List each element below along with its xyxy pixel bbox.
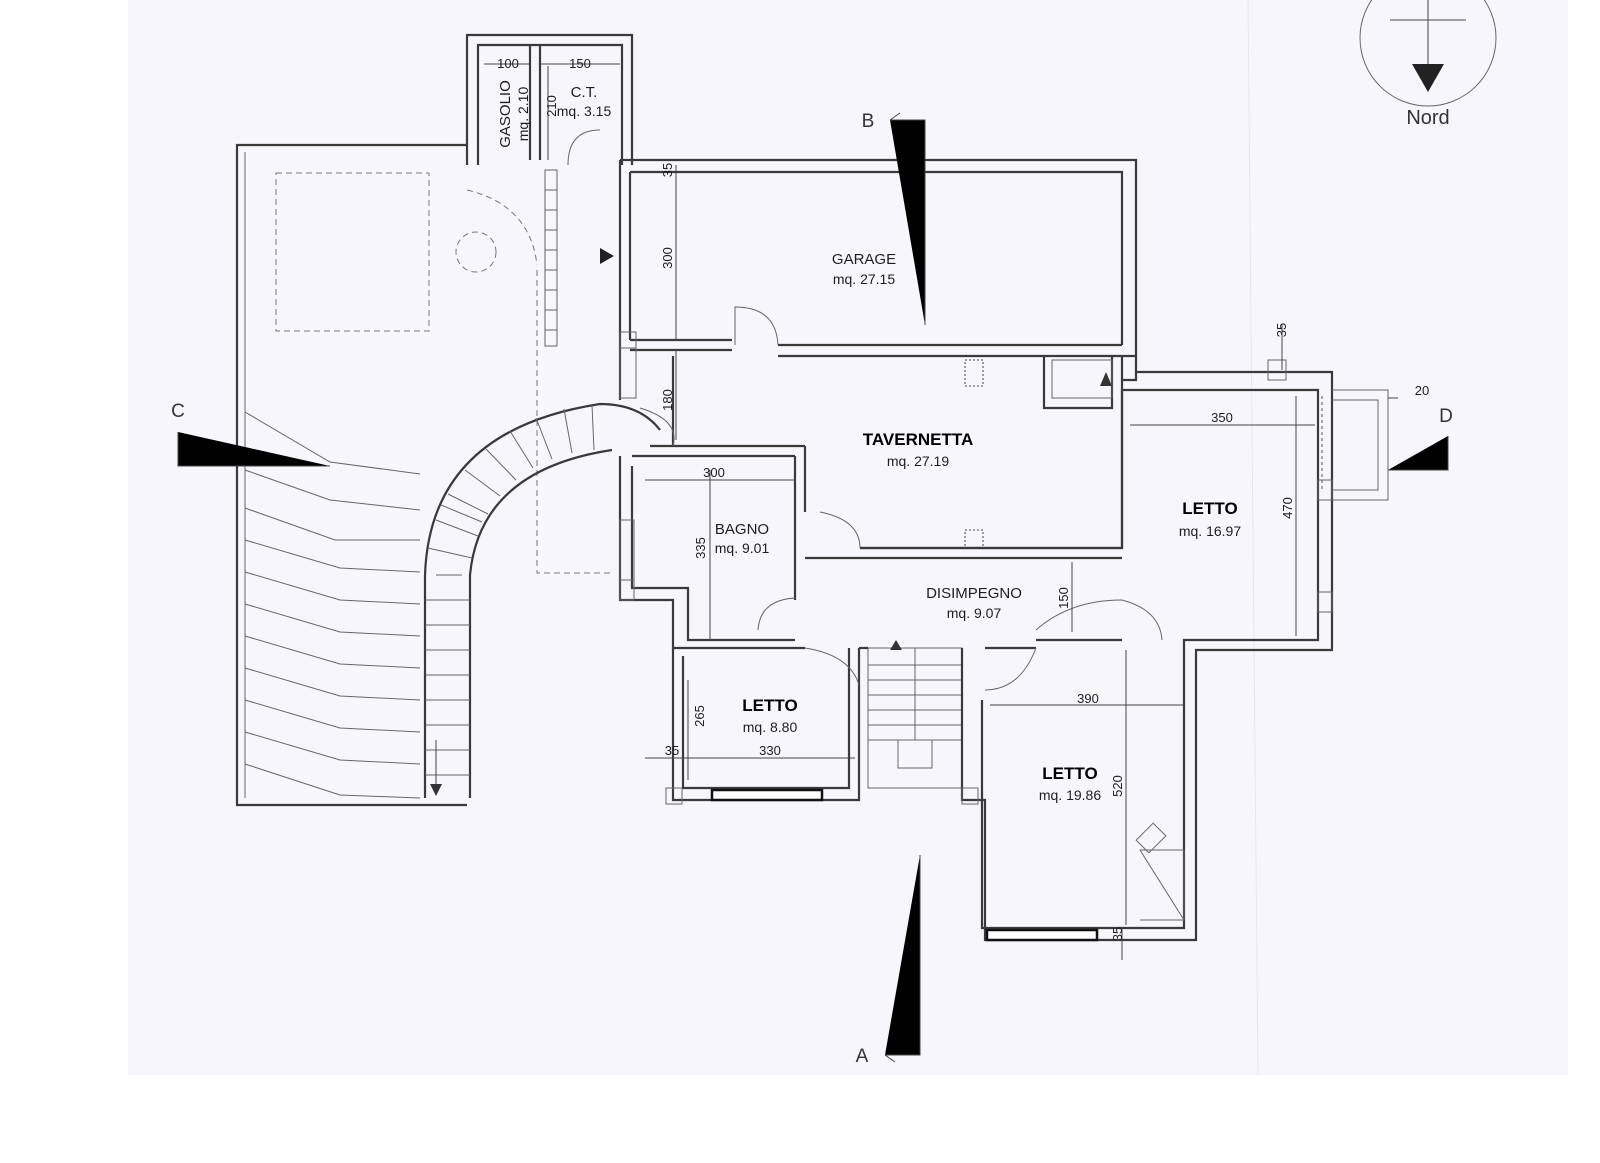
tavernetta-area: mq. 27.19 — [887, 453, 949, 469]
stair-down-arrow-icon — [430, 784, 442, 796]
letto-small-height-dim: 265 — [692, 705, 707, 727]
scan-fold-line — [1247, 0, 1259, 1076]
north-compass: Nord — [1359, 0, 1497, 129]
curved-staircase — [423, 169, 661, 798]
dimension-lines — [645, 165, 1398, 960]
paper-sheet — [128, 0, 1568, 1075]
letto-south-name: LETTO — [1042, 764, 1097, 783]
pillar — [964, 359, 984, 387]
ct-width-dim: 150 — [569, 56, 591, 71]
letto-small-width-dim: 330 — [759, 743, 781, 758]
corridor-dim: 180 — [660, 389, 675, 411]
ct-area: mq. 3.15 — [557, 103, 612, 119]
gasolio-width-dim: 100 — [497, 56, 519, 71]
stair-up-arrow-icon — [890, 640, 902, 650]
letto-south-wall-dim: 35 — [1110, 927, 1125, 941]
bagno-height-dim: 335 — [693, 537, 708, 559]
room-labels: GARAGE mq. 27.15 TAVERNETTA mq. 27.19 BA… — [715, 251, 1242, 803]
bagno-name: BAGNO — [715, 521, 769, 538]
garage-area: mq. 27.15 — [833, 271, 895, 287]
garage-name: GARAGE — [832, 251, 896, 268]
disimpegno-name: DISIMPEGNO — [926, 585, 1022, 602]
bagno-area: mq. 9.01 — [715, 540, 770, 556]
fireplace — [1051, 359, 1113, 399]
section-lines: B A C D — [171, 111, 1453, 1067]
letto-small-area: mq. 8.80 — [743, 719, 798, 735]
letto-east-name: LETTO — [1182, 499, 1237, 518]
pool-shower-circle — [455, 231, 497, 273]
letto-south-height-dim: 520 — [1110, 775, 1125, 797]
north-label: Nord — [1406, 107, 1449, 129]
house-walls — [600, 158, 1389, 942]
north-arrow-icon — [1412, 64, 1444, 92]
bagno-width-dim: 300 — [703, 465, 725, 480]
letto-east-width-dim: 350 — [1211, 410, 1233, 425]
dimension-labels: 35 300 180 300 335 150 350 470 35 20 265… — [660, 163, 1429, 941]
letto-south-width-dim: 390 — [1077, 691, 1099, 706]
letto-small-name: LETTO — [742, 696, 797, 715]
terrace-area — [235, 143, 610, 807]
letto-south-area: mq. 19.86 — [1039, 787, 1101, 803]
letto-east-height-dim: 470 — [1280, 497, 1295, 519]
gasolio-name: GASOLIO — [497, 80, 514, 148]
terrace-hatching — [244, 411, 421, 799]
disimpegno-area: mq. 9.07 — [947, 605, 1002, 621]
garage-wall-dim: 35 — [660, 163, 675, 177]
balcony-dim: 20 — [1415, 383, 1429, 398]
letto-east-area: mq. 16.97 — [1179, 523, 1241, 539]
tavernetta-name: TAVERNETTA — [863, 430, 974, 449]
window-sill — [710, 788, 824, 802]
east-wall-dim: 35 — [1274, 323, 1289, 337]
window-sill — [985, 928, 1099, 942]
disimpegno-dim: 150 — [1056, 587, 1071, 609]
pool-outline — [275, 172, 430, 332]
letto-small-wall-dim: 35 — [665, 743, 679, 758]
garage-entry-arrow-icon — [600, 248, 614, 264]
section-d-label: D — [1439, 406, 1453, 427]
utility-rooms: 100 150 210 GASOLIO mq. 2.10 C.T. mq. 3.… — [465, 33, 634, 166]
section-c-label: C — [171, 401, 185, 422]
ct-name: C.T. — [571, 84, 598, 101]
section-a-label: A — [856, 1046, 869, 1067]
gasolio-area: mq. 2.10 — [515, 87, 531, 142]
ct-height-dim: 210 — [544, 95, 559, 117]
section-b-label: B — [862, 111, 875, 132]
garage-depth-dim: 300 — [660, 247, 675, 269]
